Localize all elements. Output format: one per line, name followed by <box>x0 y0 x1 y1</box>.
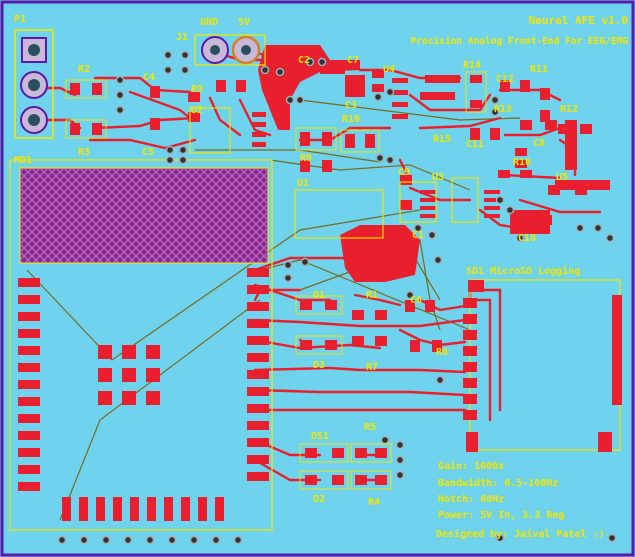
label-gnd: GND <box>200 17 218 28</box>
label-d3: D3 <box>313 360 325 371</box>
mcu-pads-right <box>247 268 269 481</box>
label-c2: C2 <box>298 55 310 66</box>
spec-designer: Designed by: Jaival Patel :) <box>436 528 605 540</box>
board-title: Neural AFE v1.0 <box>529 14 628 27</box>
label-r15: R15 <box>433 134 451 145</box>
silkscreen-labels: Neural AFE v1.0 Precision Analog Front-E… <box>14 14 628 540</box>
footprint-outlines <box>65 71 487 490</box>
spec-power: Power: 5V In, 3.3 Reg <box>438 510 564 521</box>
label-r10: R10 <box>342 114 360 125</box>
smd-pads-lower <box>300 300 442 485</box>
microsd-slot <box>463 279 622 452</box>
label-u2: U2 <box>191 105 203 116</box>
label-r7: R7 <box>366 362 378 373</box>
label-md1: MD1 <box>14 155 32 166</box>
label-u1: U1 <box>297 178 309 189</box>
header-p1 <box>14 29 54 139</box>
spec-notch: Notch: 60Hz <box>438 494 504 505</box>
label-c1: C1 <box>412 230 424 241</box>
label-r4: R4 <box>368 497 380 508</box>
label-j1: J1 <box>176 32 188 43</box>
mcu-pads-left <box>18 278 40 491</box>
label-c8: C8 <box>533 138 545 149</box>
label-c4: C4 <box>143 72 155 83</box>
label-u5: U5 <box>556 172 568 183</box>
label-d1: D1 <box>313 290 325 301</box>
spec-bandwidth: Bandwidth: 0.5-100Hz <box>438 477 558 489</box>
label-d2: D2 <box>313 494 325 505</box>
label-c10: C10 <box>518 233 536 244</box>
label-c6: C6 <box>410 295 422 306</box>
label-5v: 5V <box>238 17 250 28</box>
label-sd1: SD1 MicroSD Logging <box>466 265 580 277</box>
label-c12: C12 <box>496 74 514 85</box>
label-u4: U4 <box>383 64 395 75</box>
label-r2: R2 <box>78 64 90 75</box>
label-r14: R14 <box>463 60 481 71</box>
label-p1: P1 <box>14 14 26 25</box>
spec-gain: Gain: 1000x <box>438 460 504 472</box>
label-r6: R6 <box>436 347 448 358</box>
label-ds1: DS1 <box>311 431 329 442</box>
vias <box>57 50 617 545</box>
label-c3: C3 <box>345 100 357 111</box>
mcu-thermal-pads <box>98 345 160 405</box>
label-c11: C11 <box>466 139 484 150</box>
label-r13: R13 <box>494 104 512 115</box>
label-u3: U3 <box>432 172 444 183</box>
ic-outlines <box>189 107 479 239</box>
board-subtitle: Precision Analog Front-End For EEG/EMG <box>411 36 629 47</box>
label-r16: R16 <box>513 157 531 168</box>
label-r3: R3 <box>78 147 90 158</box>
label-r1: R1 <box>366 290 378 301</box>
label-r9: R9 <box>191 84 203 95</box>
label-c9: C9 <box>398 167 410 178</box>
smd-pads <box>70 70 592 225</box>
mcu-pads-bottom <box>62 497 224 521</box>
label-r8: R8 <box>300 153 312 164</box>
module-md1 <box>9 159 273 531</box>
label-r5: R5 <box>364 422 376 433</box>
label-r12: R12 <box>560 104 578 115</box>
label-c7: C7 <box>347 55 359 66</box>
label-r11: R11 <box>530 64 548 75</box>
connector-j1 <box>194 34 266 66</box>
label-c5: C5 <box>142 147 154 158</box>
